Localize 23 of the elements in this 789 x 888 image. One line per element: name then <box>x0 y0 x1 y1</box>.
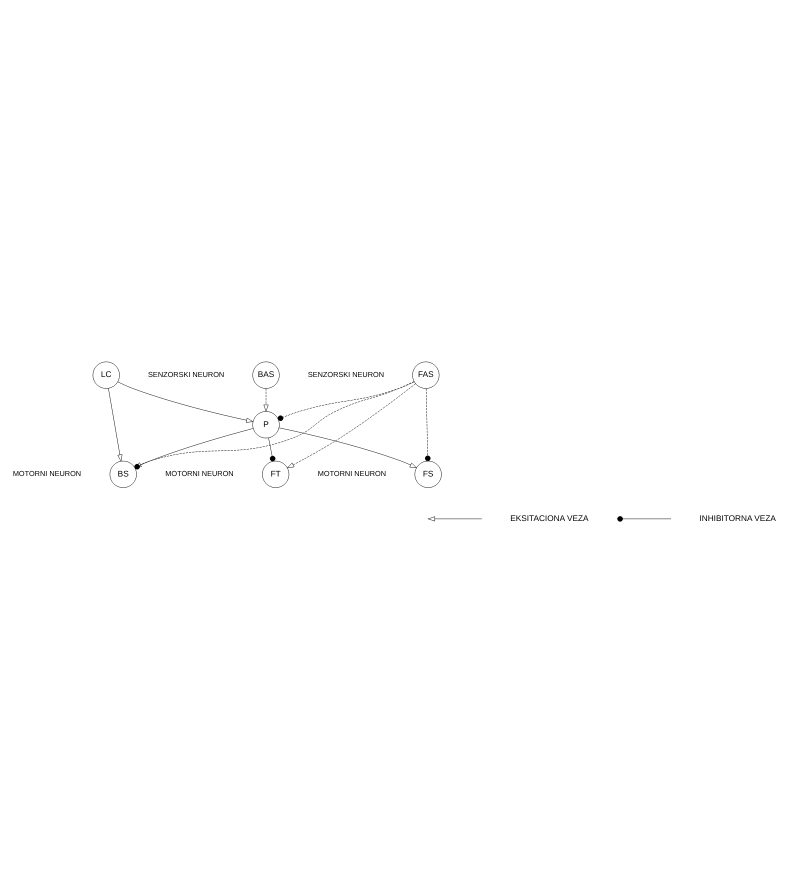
node-label: MOTORNI NEURON <box>318 468 386 478</box>
node-circle: BAS <box>252 361 280 388</box>
arrow <box>108 388 122 461</box>
node-label: MOTORNI NEURON <box>12 468 82 478</box>
connector <box>268 437 276 461</box>
legend-label: INHIBITORNA VEZA <box>699 513 776 522</box>
arrow <box>287 383 416 468</box>
arrow <box>134 380 414 468</box>
node-circle: FS <box>414 460 442 488</box>
node-circle: FAS <box>412 361 440 388</box>
connector <box>424 388 431 461</box>
node-label: SENZORSKI NEURON <box>308 369 384 378</box>
legend-label: EKSITACIONA VEZA <box>510 513 589 522</box>
node-label: SENZORSKI NEURON <box>148 369 224 378</box>
connector <box>278 381 414 421</box>
arrow <box>264 388 268 412</box>
node-label: MOTORNI NEURON <box>165 468 234 478</box>
node-circle: FT <box>262 460 290 488</box>
arrow <box>118 381 254 422</box>
node-circle: BS <box>110 460 137 488</box>
arrow <box>278 427 417 468</box>
node-circle: LC <box>92 361 120 388</box>
node-circle: P <box>252 410 280 438</box>
